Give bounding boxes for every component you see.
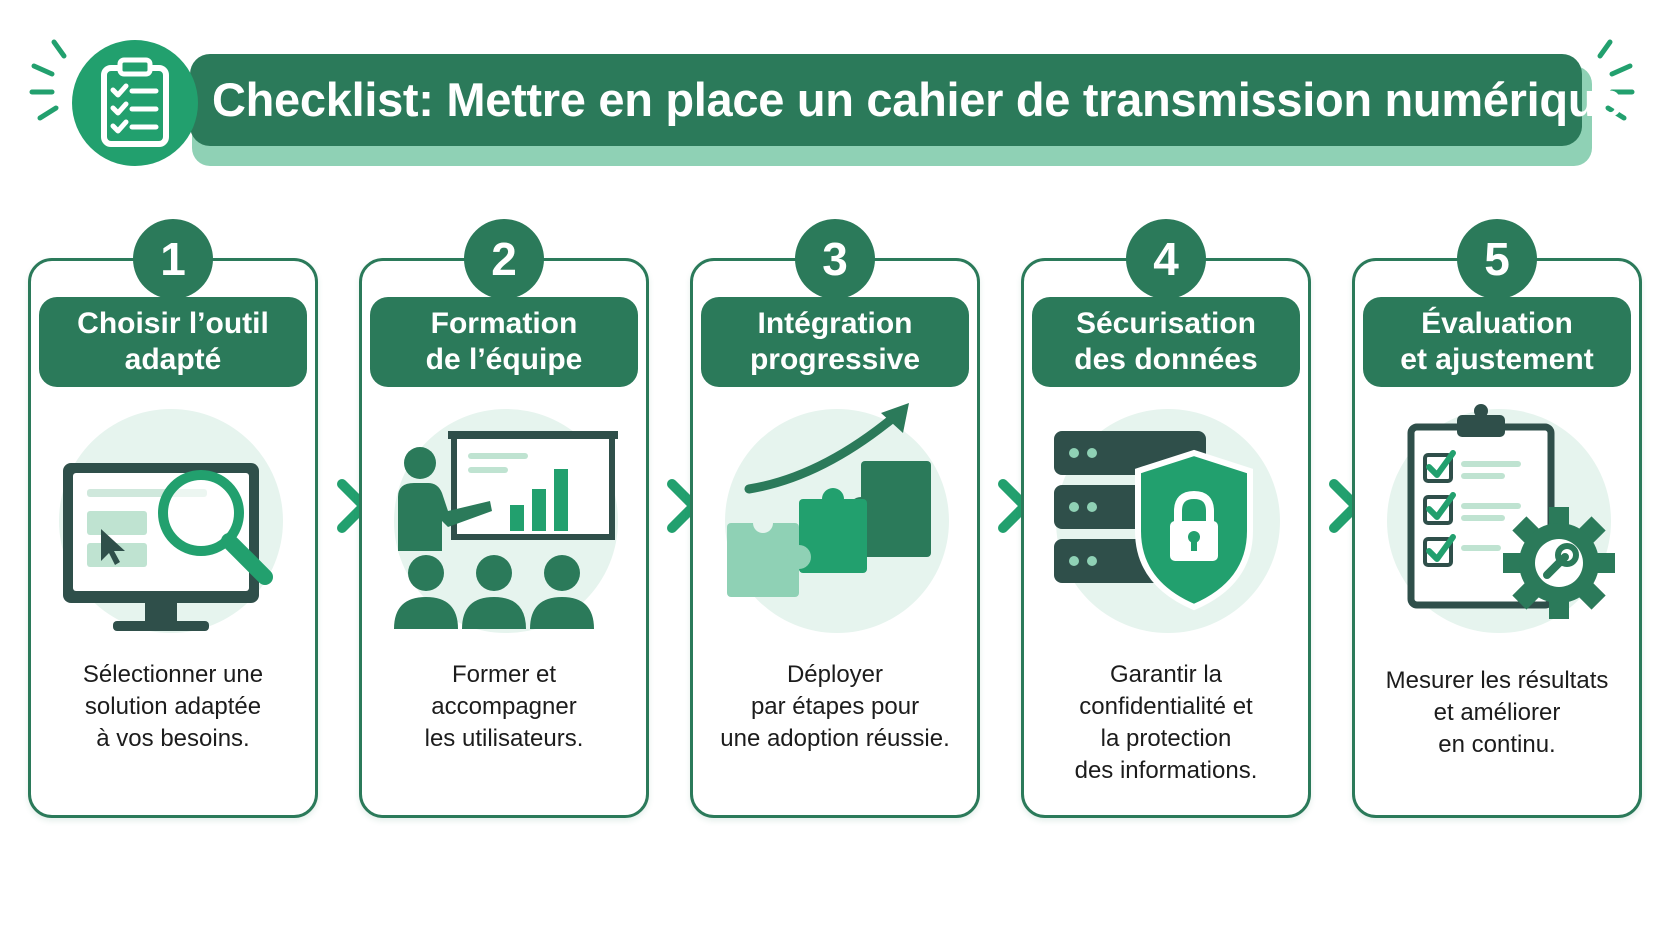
step-title-line: Sécurisation: [1075, 307, 1257, 340]
step-description: Sélectionner une solution adaptée à vos …: [37, 659, 309, 755]
step-number-badge: 1: [133, 219, 213, 299]
server-shield-lock-icon: [1044, 401, 1292, 649]
step-title: Formation de l’équipe: [370, 297, 638, 387]
step-title: Sécurisation des données: [1032, 297, 1300, 387]
step-title: Évaluation et ajustement: [1363, 297, 1631, 387]
step-desc-line: et améliorer: [1433, 699, 1561, 726]
step-card-2: 2 Formation de l’équipe Former et: [359, 219, 649, 818]
step-number-badge: 2: [464, 219, 544, 299]
step-card-1: 1 Choisir l’outil adapté Sélectionner un…: [28, 219, 318, 818]
step-description: Former et accompagner les utilisateurs.: [368, 659, 640, 755]
step-desc-line: accompagner: [431, 693, 577, 720]
header: Checklist: Mettre en place un cahier de …: [0, 0, 1672, 190]
step-title-line: Évaluation: [1421, 307, 1573, 340]
step-title-line: des données: [1074, 343, 1258, 376]
step-desc-line: la protection: [1100, 725, 1232, 752]
step-title-line: et ajustement: [1400, 343, 1594, 376]
step-number-badge: 3: [795, 219, 875, 299]
step-title-line: Choisir l’outil: [77, 307, 269, 340]
step-description: Déployer par étapes pour une adoption ré…: [699, 659, 971, 755]
step-desc-line: par étapes pour: [750, 693, 920, 720]
step-card-4: 4 Sécurisation des données Garantir la c…: [1021, 219, 1311, 818]
sparkle-right-icon: [1597, 39, 1635, 121]
clipboard-checklist-icon: [101, 57, 169, 147]
step-desc-line: à vos besoins.: [96, 725, 250, 752]
sparkle-left-icon: [29, 39, 67, 121]
step-desc-line: confidentialité et: [1079, 693, 1253, 720]
title-bar: [190, 54, 1582, 146]
page-title: Checklist: Mettre en place un cahier de …: [212, 73, 1623, 126]
step-desc-line: Déployer: [786, 661, 884, 688]
step-desc-line: en continu.: [1438, 731, 1556, 758]
header-icon-badge: [72, 40, 198, 166]
presentation-training-icon: [382, 401, 630, 649]
step-title: Intégration progressive: [701, 297, 969, 387]
step-desc-line: Sélectionner une: [82, 661, 264, 688]
puzzle-growth-icon: [713, 401, 961, 649]
monitor-search-icon: [51, 401, 299, 649]
step-title-line: progressive: [749, 343, 921, 376]
clipboard-gear-icon: [1375, 401, 1623, 649]
step-number-badge: 5: [1457, 219, 1537, 299]
step-desc-line: une adoption réussie.: [720, 725, 950, 752]
step-desc-line: Former et: [451, 661, 556, 688]
step-desc-line: Garantir la: [1109, 661, 1223, 688]
step-card-3: 3 Intégration progressive Déployer par é…: [690, 219, 980, 818]
step-title-line: adapté: [124, 343, 222, 376]
step-number-badge: 4: [1126, 219, 1206, 299]
step-desc-line: des informations.: [1074, 757, 1258, 784]
step-title: Choisir l’outil adapté: [39, 297, 307, 387]
step-description: Mesurer les résultats et améliorer en co…: [1361, 665, 1633, 761]
step-desc-line: solution adaptée: [84, 693, 262, 720]
step-title-line: de l’équipe: [425, 343, 583, 376]
step-description: Garantir la confidentialité et la protec…: [1030, 659, 1302, 787]
step-desc-line: Mesurer les résultats: [1385, 667, 1609, 694]
step-card-5: 5 Évaluation et ajustement: [1352, 219, 1642, 818]
step-title-line: Formation: [430, 307, 578, 340]
step-title-line: Intégration: [757, 307, 913, 340]
step-desc-line: les utilisateurs.: [424, 725, 584, 752]
